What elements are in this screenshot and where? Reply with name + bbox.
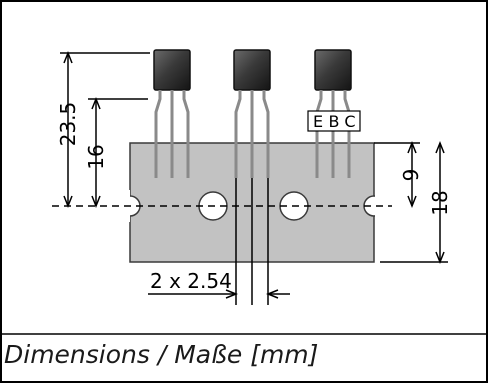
dim-hole-height-label: 9: [399, 169, 423, 182]
transistor-body: [233, 49, 271, 91]
transistor-body: [153, 49, 191, 91]
dim-hole-height: [374, 140, 420, 209]
dim-lead-pitch-label: 2 x 2.54: [150, 269, 232, 293]
dim-tape-height-label: 18: [428, 190, 452, 215]
transistor-body: [314, 49, 352, 91]
transistor-leads: [315, 90, 351, 178]
dim-lead-height: [88, 96, 148, 209]
dim-lead-height-label: 16: [84, 144, 108, 169]
transistor-left: [153, 49, 191, 178]
pin-label-e: E: [313, 112, 323, 131]
transistor-leads: [234, 90, 270, 178]
dim-overall-height-label: 23.5: [56, 102, 80, 147]
transistor-right: E B C: [307, 49, 361, 178]
transistor-middle: [233, 49, 271, 178]
caption: Dimensions / Maße [mm]: [4, 340, 319, 369]
pin-label-c: C: [344, 112, 355, 131]
dim-tape-height: [380, 140, 448, 265]
pin-label-b: B: [329, 112, 340, 131]
dim-lead-pitch: [148, 178, 290, 305]
pin-label-box: [307, 110, 361, 132]
transistor-leads: [154, 90, 190, 178]
dim-overall-height: [60, 50, 150, 209]
